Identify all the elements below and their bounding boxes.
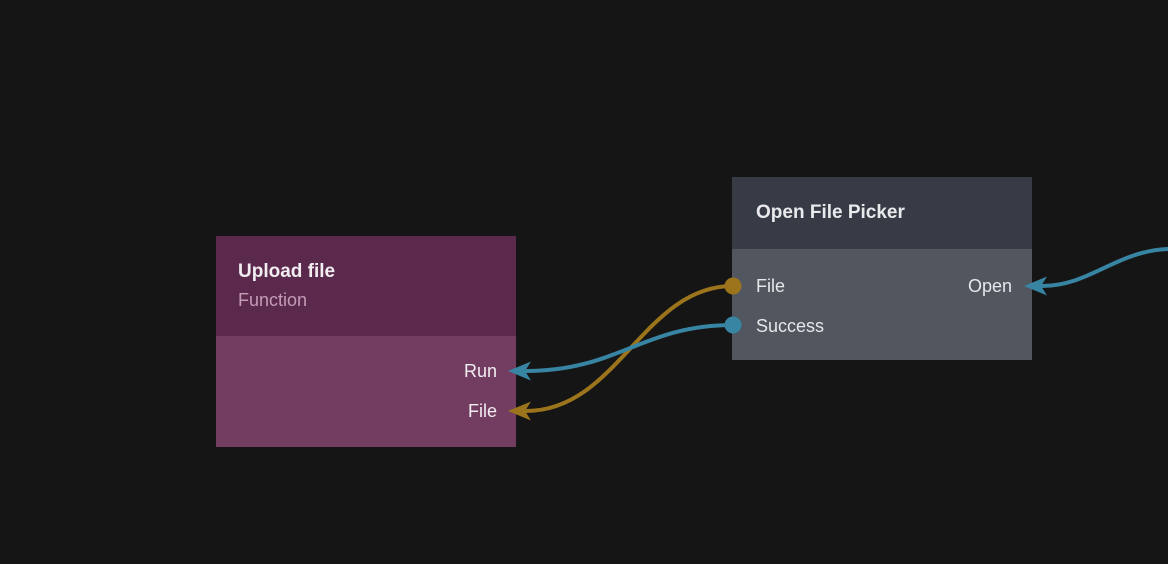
- node-upload-file-header[interactable]: Upload file Function: [216, 236, 516, 336]
- node-subtitle: Function: [238, 290, 308, 310]
- port-label-open: Open: [967, 275, 1012, 296]
- node-open-file-picker-body: File Open Success: [732, 249, 1032, 360]
- node-upload-file-body: Run File: [216, 336, 516, 447]
- wire-open-incoming[interactable]: [1040, 247, 1168, 288]
- port-label-file: File: [756, 275, 786, 296]
- node-upload-file[interactable]: Upload file Function Run File: [216, 236, 516, 447]
- wire-success-to-run[interactable]: [524, 323, 735, 373]
- node-title: Upload file: [238, 261, 336, 282]
- port-row-run[interactable]: Run: [216, 351, 516, 391]
- wire-file-to-file[interactable]: [524, 284, 735, 413]
- port-label-run: Run: [463, 360, 497, 381]
- port-label-success: Success: [756, 315, 825, 336]
- port-row-file[interactable]: File: [216, 391, 516, 431]
- node-title: Open File Picker: [756, 202, 905, 223]
- node-open-file-picker[interactable]: Open File Picker File Open Success: [732, 177, 1032, 360]
- node-open-file-picker-header[interactable]: Open File Picker: [732, 177, 1032, 249]
- port-row-success: Success: [756, 306, 1012, 346]
- port-label-file: File: [467, 400, 497, 421]
- port-row-file-open: File Open: [756, 266, 1012, 306]
